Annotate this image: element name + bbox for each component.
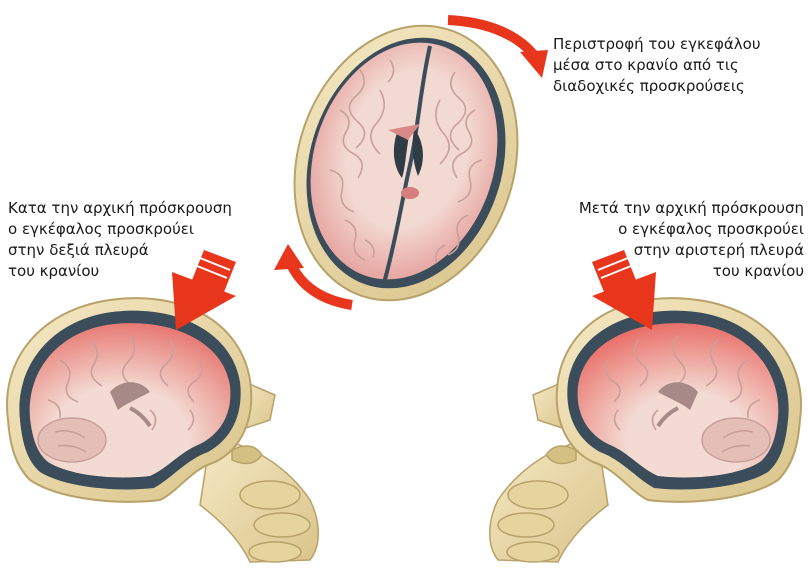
rotation-caption: Περιστροφή του εγκεφάλου μέσα στο κρανίο… [553,34,803,97]
left-sagittal-head [7,250,318,562]
initial-impact-caption: Κατα την αρχική πρόσκρουση ο εγκέφαλος π… [8,198,268,282]
right-sagittal-head [490,250,801,562]
after-impact-caption: Μετά την αρχική πρόσκρουση ο εγκέφαλος π… [548,198,804,282]
